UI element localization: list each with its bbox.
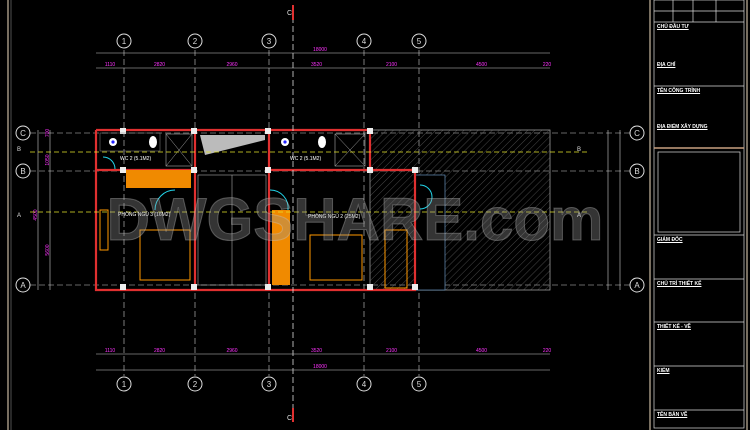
title-block-director: GIÁM ĐỐC [657,237,683,243]
grid-label-4: 4 [362,380,367,389]
grid-label-3: 3 [267,37,272,46]
title-block-frame [653,0,745,429]
grid-bubble-C [629,125,645,141]
grid-bubble-3 [261,376,277,392]
wc-fixtures [99,132,366,167]
title-block-drawing-name: TÊN BẢN VẼ [657,412,688,418]
grid-label-5: 5 [417,37,422,46]
dimension-segment: 4500 [476,62,487,68]
grid-bubble-2 [187,376,203,392]
grid-bubble-4 [356,33,372,49]
grid-bubble-A [15,277,31,293]
section-label-c-top: C [287,10,292,17]
grid-label-A: A [20,281,26,290]
dimension-segment: 2960 [226,348,237,354]
grid-label-2: 2 [193,380,198,389]
title-block-project: TÊN CÔNG TRÌNH [657,88,701,94]
grid-bubble-1 [116,376,132,392]
dimension-lines: 18000 1110 2820 2960 3520 2100 4500 220 18000 111… [33,47,621,371]
grid-label-2: 2 [193,37,198,46]
title-block-address: ĐỊA CHỈ [657,62,676,68]
dimension-segment: 1110 [105,348,116,354]
grid-bubble-B [629,163,645,179]
section-label-a-right: A [577,213,581,219]
dimension-vertical: 5600 [45,244,51,255]
terrace-hatch-area [369,129,551,291]
grid-bubble-2 [187,33,203,49]
grid-label-C: C [634,129,640,138]
doors [102,156,433,211]
grid-bubble-3 [261,33,277,49]
section-label-c-bottom: C [287,415,292,422]
dimension-segment: 3520 [311,348,322,354]
title-block-designer: THIẾT KẾ - VẼ [657,324,691,330]
wardrobe-2 [272,210,290,285]
grid-bubble-A [629,277,645,293]
grid-label-1: 1 [122,37,127,46]
grid-label-4: 4 [362,37,367,46]
beds [99,209,408,289]
grid-bubble-1 [116,33,132,49]
room-label-bedroom-3: PHÒNG NGỦ 3 (16M2) [118,211,171,218]
grid-bubble-5 [411,33,427,49]
dimension-overall: 18000 [313,47,327,53]
title-block-lead-designer: CHỦ TRÌ THIẾT KẾ [657,281,702,287]
grid-bubble-B [15,163,31,179]
watermark: DWGSHARE.com [107,186,604,253]
dimension-vertical: 4500 [33,209,39,220]
structural-columns [120,128,418,290]
dimension-segment: 2820 [154,348,165,354]
dimension-segment: 220 [543,62,552,68]
title-block-owner: CHỦ ĐẦU TƯ [657,24,689,30]
dimension-vertical: 700 [45,129,51,138]
room-label-wc-right: WC 2 (5.1M2) [290,156,321,162]
grid-label-B: B [634,167,639,176]
grid-bubble-5 [411,376,427,392]
walls [94,128,417,292]
room-label-bedroom-2: PHÒNG NGỦ 2 (25M2) [308,213,361,220]
title-block-checker: KIỂM [657,368,670,374]
grid-bubble-4 [356,376,372,392]
section-label-b-right: B [577,147,581,153]
title-block-location: ĐỊA ĐIỂM XÂY DỰNG [657,124,708,130]
grid-label-C: C [20,129,26,138]
grid-label-3: 3 [267,380,272,389]
room-label-wc-left: WC 2 (5.1M2) [120,156,151,162]
grid-bubble-C [15,125,31,141]
dimension-segment: 2100 [386,348,397,354]
dimension-segment: 1110 [105,62,116,68]
wardrobe [126,170,191,188]
stair [197,174,267,286]
dimension-segment: 4500 [476,348,487,354]
dimension-segment: 220 [543,348,552,354]
balcony-tiles [414,174,446,291]
dimension-segment: 2100 [386,62,397,68]
grid-label-B: B [20,167,25,176]
dimension-overall: 18000 [313,364,327,370]
section-label-b-left: B [17,147,21,153]
dimension-segment: 2960 [226,62,237,68]
grid-label-1: 1 [122,380,127,389]
dimension-segment: 3520 [311,62,322,68]
grid-label-A: A [634,281,640,290]
dimension-segment: 2820 [154,62,165,68]
grid-label-5: 5 [417,380,422,389]
section-label-a-left: A [17,213,21,219]
dimension-vertical: 1050 [45,154,51,165]
